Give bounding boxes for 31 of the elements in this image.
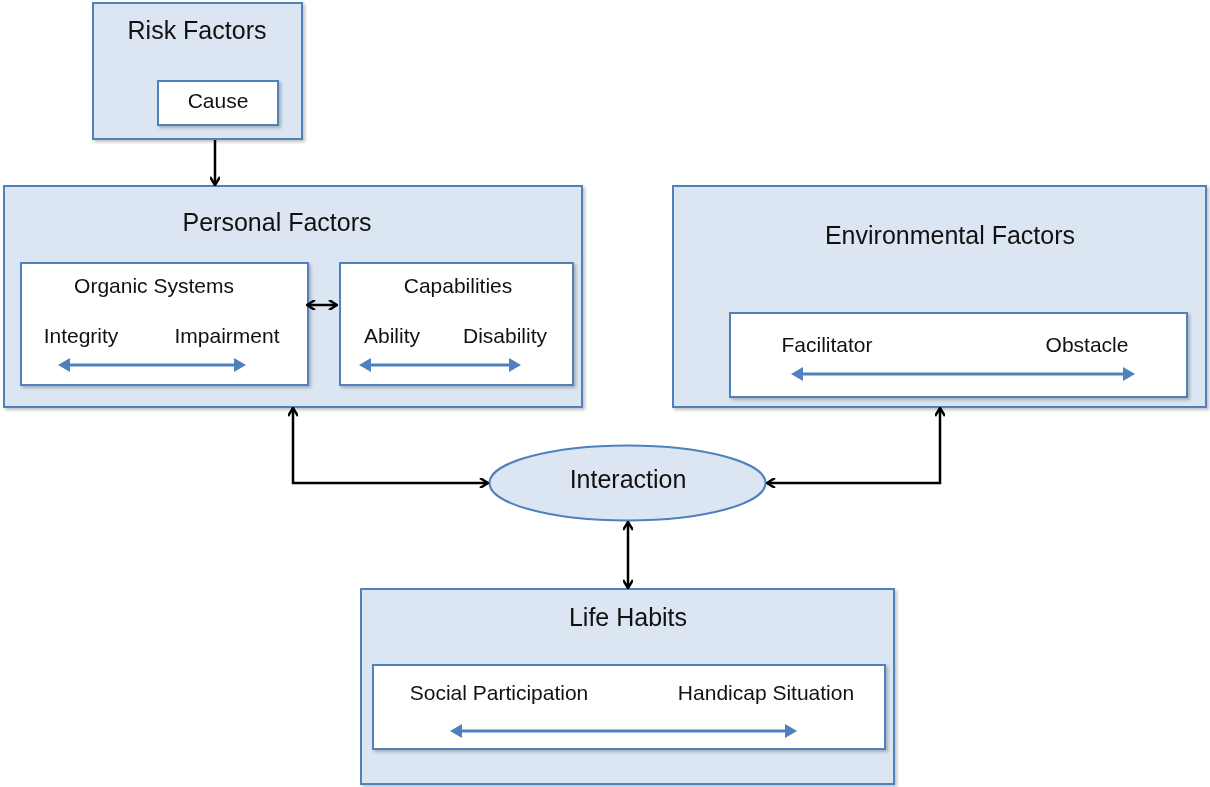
inner-box xyxy=(157,80,279,126)
group-box xyxy=(92,2,303,140)
node-label: Environmental Factors xyxy=(824,221,1076,250)
node-label: Risk Factors xyxy=(127,16,267,45)
node-label: Social Participation xyxy=(409,681,589,705)
arrow xyxy=(208,140,222,187)
group-box xyxy=(672,185,1207,408)
scale-label: Impairment xyxy=(174,324,280,348)
node-label: Capabilities xyxy=(403,274,513,298)
inner-box xyxy=(339,262,574,386)
scale-label: Ability xyxy=(364,324,420,348)
interaction-ellipse xyxy=(488,444,767,522)
arrow xyxy=(305,298,339,312)
node-label: Interaction xyxy=(569,465,687,494)
inner-box xyxy=(20,262,309,386)
scale-label: Handicap Situation xyxy=(677,681,855,705)
node-label: Organic Systems xyxy=(74,274,234,298)
node-label: Personal Factors xyxy=(182,208,372,237)
arrow xyxy=(621,520,635,590)
group-box xyxy=(360,588,895,785)
group-box xyxy=(3,185,583,408)
scale-label: Obstacle xyxy=(1045,333,1129,357)
scale-label: Disability xyxy=(463,324,547,348)
inner-box xyxy=(729,312,1188,398)
node-label: Life Habits xyxy=(568,603,688,632)
arrow xyxy=(286,406,490,490)
arrow xyxy=(765,406,947,490)
node-label: Facilitator xyxy=(781,333,873,357)
inner-box xyxy=(372,664,886,750)
scale-label: Integrity xyxy=(43,324,119,348)
node-label: Cause xyxy=(187,89,249,113)
